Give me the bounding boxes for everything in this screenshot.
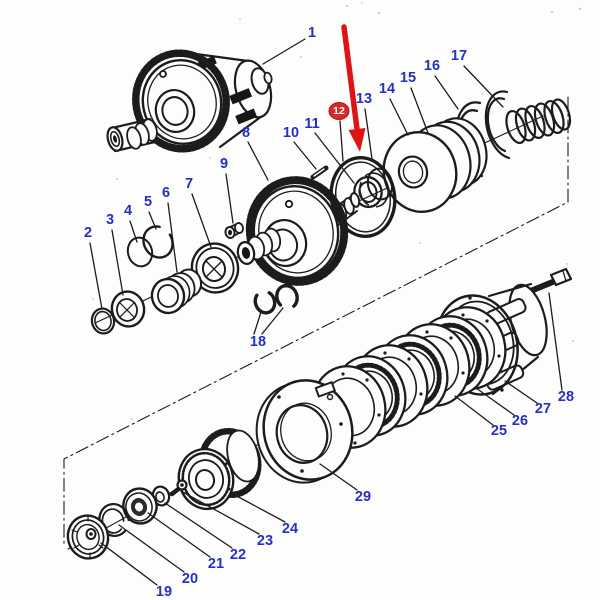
part-label-21: 21: [207, 556, 225, 572]
scan-speckles: [92, 2, 582, 420]
part-label-13: 13: [355, 91, 373, 107]
part-label-17: 17: [450, 48, 468, 64]
part-label-29: 29: [354, 489, 372, 505]
part-14-15-piston-drum: [382, 117, 488, 213]
part-label-11: 11: [304, 116, 320, 132]
part-7-bearing: [190, 242, 240, 294]
part-5-snap-ring: [142, 225, 174, 259]
part-23-pin: [169, 479, 188, 497]
highlight-arrow: [341, 24, 366, 152]
part-label-10: 10: [282, 125, 300, 141]
part-3-bearing-race: [110, 290, 146, 328]
part-label-6: 6: [161, 185, 171, 201]
part-17-spring: [505, 98, 572, 145]
part-9-plug: [224, 222, 244, 239]
part-29-pressure-plate: [255, 379, 354, 484]
part-24-splined-hub: [177, 427, 262, 511]
part-label-15: 15: [399, 70, 417, 86]
part-label-4: 4: [123, 203, 133, 219]
part-6-threaded-collar: [150, 268, 203, 315]
part-label-22: 22: [229, 547, 247, 563]
part-label-9: 9: [219, 156, 229, 172]
part-19-end-cap: [66, 514, 110, 560]
part-1-drum-gear-assembly: [106, 49, 273, 153]
part-label-14: 14: [378, 81, 396, 97]
part-label-26: 26: [511, 413, 529, 429]
part-2-o-ring: [90, 307, 116, 335]
part-label-20: 20: [181, 571, 199, 587]
part-label-16: 16: [423, 58, 441, 74]
part-label-18: 18: [249, 334, 267, 350]
phantom-boundary-line: [63, 96, 569, 547]
part-10-pin: [310, 165, 329, 180]
part-label-19: 19: [155, 584, 173, 600]
part-label-1: 1: [307, 25, 317, 41]
part-label-12-highlight-badge: 12: [328, 102, 350, 120]
part-label-24: 24: [281, 521, 299, 537]
part-4-o-ring: [126, 236, 154, 268]
part-label-5: 5: [143, 194, 153, 210]
part-label-8: 8: [241, 125, 251, 141]
part-label-23: 23: [256, 533, 274, 549]
leader-lines: [89, 38, 563, 586]
part-8-gear-shaft: [236, 176, 361, 286]
part-label-25: 25: [490, 423, 508, 439]
part-17-retainer-ring: [484, 90, 511, 160]
part-18-snap-rings: [253, 283, 299, 315]
part-27-clutch-drum: [435, 282, 548, 396]
part-label-7: 7: [184, 176, 194, 192]
part-label-27: 27: [534, 401, 552, 417]
part-label-2: 2: [83, 225, 93, 241]
part-label-3: 3: [105, 212, 115, 228]
part-label-28: 28: [557, 389, 575, 405]
